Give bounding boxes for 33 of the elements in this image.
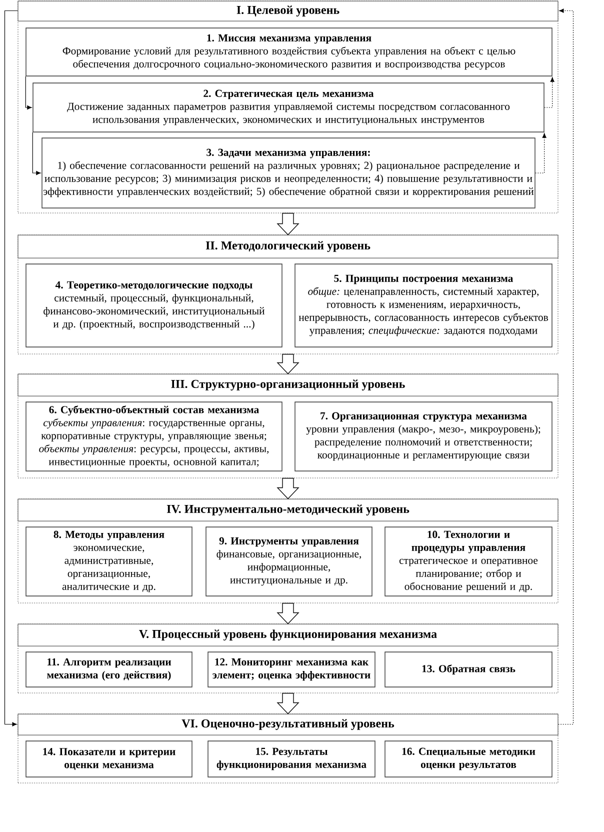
level-header: VI. Оценочно-результативный уровень	[18, 714, 558, 736]
content-box: 13. Обратная связь	[384, 652, 552, 688]
block-arrow	[276, 692, 300, 714]
content-box: 11. Алгоритм реализации механизма (его действия)	[26, 652, 192, 688]
content-box: 10. Технологии и процедуры управления стратегическое и оперативное планирование; отбор и обоснование решений и др.	[384, 526, 552, 596]
block-arrow	[276, 478, 300, 500]
arrow	[32, 132, 41, 175]
content-box: 5. Принципы построения механизма общие: целенаправленность, системный характер, готовность к изменениям, иерархичность, непрерывность, согласованность интересов субъектов управления; специфические: задаются подходами	[294, 264, 552, 348]
content-box: 8. Методы управления экономические, административные, организационные, аналитические и др.	[26, 526, 192, 596]
dashed-arrow	[544, 77, 554, 108]
level-header: I. Целевой уровень	[18, 0, 558, 22]
block-arrow	[276, 354, 300, 374]
level-header: IV. Инструментально-методический уровень	[18, 498, 558, 522]
block-arrow	[276, 602, 300, 624]
content-box: 3. Задачи механизма управления: 1) обеспечение согласованности решений на различных уровнях; 2) рациональное распределение и использование ресурсов; 3) минимизация рисков и неопределенности; 4) повышение результативности и эффективности управленческих воздействий; 5) обеспечение обратной связи и корректирования решений	[42, 138, 536, 208]
level-header: V. Процессный уровень функционирования механизма	[18, 624, 558, 646]
arrow	[25, 76, 32, 110]
level-header: III. Структурно-организационный уровень	[18, 374, 558, 396]
arrow	[4, 10, 18, 726]
content-box: 1. Миссия механизма управления Формирование условий для результативного воздействия субъекта управления на объект с целью обеспечения долгосрочного социально-экономического развития и воспроизводства ресурсов	[26, 28, 552, 76]
level-header: II. Методологический уровень	[18, 234, 558, 258]
content-box: 16. Специальные методики оценки результатов	[384, 740, 552, 778]
content-box: 12. Мониторинг механизма как элемент; оценка эффективности	[208, 652, 376, 688]
dashed-arrow	[558, 8, 574, 725]
content-box: 7. Организационная структура механизма уровни управления (макро-, мезо-, микроуровень); распределение полномочий и ответственности; координационные и регламентирующие связи	[294, 402, 552, 472]
content-box: 15. Результаты функционирования механизма	[208, 740, 376, 778]
block-arrow	[276, 212, 300, 236]
content-box: 14. Показатели и критерии оценки механизма	[26, 740, 192, 778]
content-box: 6. Субъектно-объектный состав механизма субъекты управления: государственные органы, корпоративные структуры, управляющие звенья; объекты управления: ресурсы, процессы, активы, инвестиционные проекты, основной капитал;	[26, 402, 282, 472]
dashed-arrow	[535, 133, 546, 174]
content-box: 4. Теоретико-методологические подходы системный, процессный, функциональный, финансово-экономический, институциональный и др. (проектный, воспроизводственный ...)	[26, 264, 282, 348]
content-box: 2. Стратегическая цель механизма Достижение заданных параметров развития управляемой системы посредством согласованного использования управленческих, экономических и институциональных инструментов	[32, 82, 544, 132]
content-box: 9. Инструменты управления финансовые, организационные, информационные, институциональные и др.	[206, 526, 372, 596]
